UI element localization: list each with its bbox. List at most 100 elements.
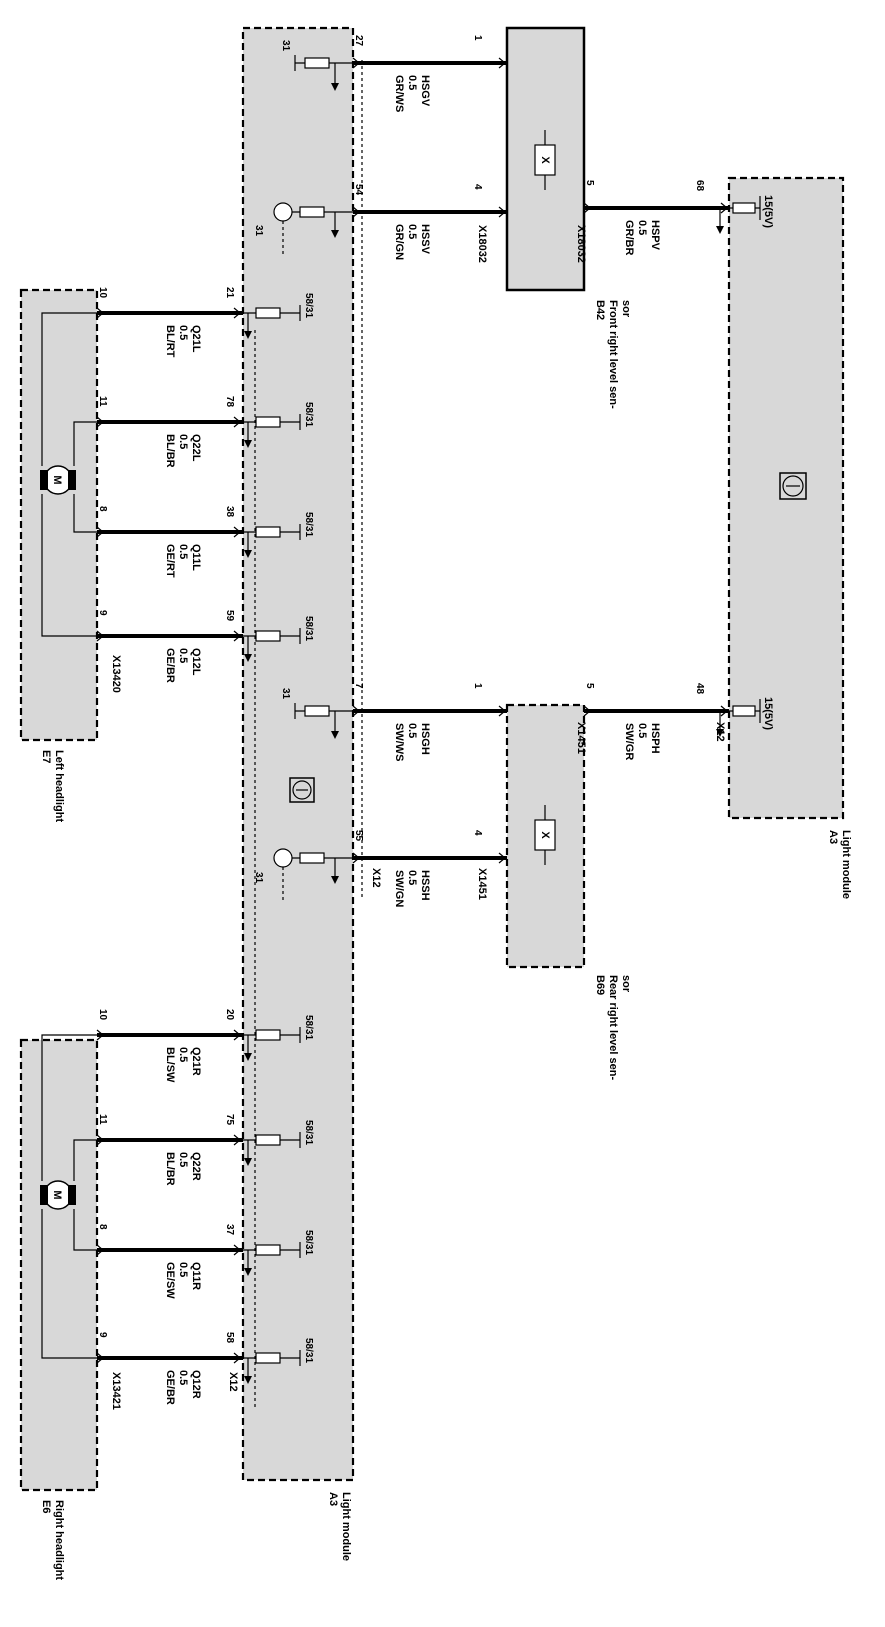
left-motor-icon: M <box>40 465 76 495</box>
wire-connector-left <box>583 705 591 717</box>
supply-68: 15(5V) <box>716 195 774 234</box>
supply-48: 15(5V) <box>716 697 774 737</box>
wire-signal-label: HSGV <box>419 75 431 107</box>
pin-label: 21 <box>224 287 235 299</box>
pin-label: 9 <box>97 1332 108 1338</box>
pin-label: 58 <box>224 1332 235 1344</box>
svg-text:E6: E6 <box>40 1500 52 1513</box>
pin-label: 8 <box>97 1224 108 1230</box>
svg-text:31: 31 <box>253 225 264 237</box>
light-module-right-label: A3 Light module <box>827 830 852 899</box>
wire-connector-right <box>233 416 241 428</box>
svg-text:31: 31 <box>280 40 291 52</box>
svg-text:31: 31 <box>280 688 291 700</box>
module-pin-label: 58/31 <box>303 293 314 318</box>
wire-connector-left <box>96 1134 104 1146</box>
pin-label: 54 <box>353 184 364 196</box>
module-pin-arrow <box>244 440 252 448</box>
wire-connector-right <box>233 1134 241 1146</box>
connector-x18032-a: X18032 <box>476 225 488 263</box>
wire-size-label: 0.5 <box>177 1262 189 1277</box>
svg-text:E7: E7 <box>40 750 52 763</box>
svg-text:Light module: Light module <box>840 830 852 899</box>
connector-x12-b: X12 <box>370 868 382 888</box>
module-pin-resistor <box>255 1352 281 1364</box>
module-pin-label: 58/31 <box>303 512 314 537</box>
wire-connector-left <box>352 705 360 717</box>
wire-size-label: 0.5 <box>177 648 189 663</box>
module-pin-label: 58/31 <box>303 1230 314 1255</box>
wire-connector-left <box>96 1352 104 1364</box>
svg-text:M: M <box>51 1190 63 1199</box>
wire-size-label: 0.5 <box>177 544 189 559</box>
svg-text:15(5V): 15(5V) <box>762 697 774 730</box>
wire-color-label: GE/RT <box>164 544 176 578</box>
pin-label: 8 <box>97 506 108 512</box>
svg-text:Left headlight: Left headlight <box>53 750 65 822</box>
wire-connector-left <box>352 57 360 69</box>
wire-signal-label: HSSV <box>419 224 431 255</box>
svg-text:X: X <box>539 831 551 839</box>
module-pin-arrow <box>244 550 252 558</box>
wire-color-label: BL/BR <box>164 434 176 468</box>
pin-label: 7 <box>353 683 364 689</box>
rear-sensor-label: B69 Rear right level sen- sor <box>594 975 632 1080</box>
wire-connector-right <box>498 705 506 717</box>
pin-label: 9 <box>97 610 108 616</box>
wire-connector-right <box>233 526 241 538</box>
pin-label: 78 <box>224 396 235 408</box>
wire-signal-label: Q12R <box>190 1370 202 1399</box>
wire-signal-label: HSSH <box>419 870 431 901</box>
wire-size-label: 0.5 <box>177 1370 189 1385</box>
module-pin-resistor <box>255 630 281 642</box>
svg-text:M: M <box>51 475 63 484</box>
wire-signal-label: HSGH <box>419 723 431 755</box>
wire-connector-right <box>498 57 506 69</box>
wire-size-label: 0.5 <box>406 870 418 885</box>
connector-x1451-a: X1451 <box>575 722 587 754</box>
pin-label: 37 <box>224 1224 235 1236</box>
pin-label: 5 <box>584 180 595 186</box>
module-pin-arrow <box>244 1158 252 1166</box>
pin-label: 38 <box>224 506 235 518</box>
module-pin-label: 58/31 <box>303 1338 314 1363</box>
wire-connector-right <box>233 1029 241 1041</box>
right-motor-loop <box>41 1034 100 1359</box>
pin-label: 4 <box>472 830 483 836</box>
wire-connector-left <box>583 202 591 214</box>
pin-label: 55 <box>353 830 364 842</box>
front-sensor-symbol: X <box>534 130 556 190</box>
wire-color-label: BL/BR <box>164 1152 176 1186</box>
module-pin-resistor <box>255 1244 281 1256</box>
wire-connector-right <box>720 202 728 214</box>
wire-signal-label: Q12L <box>190 648 202 676</box>
module-pin-arrow <box>244 1376 252 1384</box>
wire-signal-label: Q21L <box>190 325 202 353</box>
left-headlight-box <box>19 288 99 742</box>
svg-text:B69: B69 <box>594 975 606 995</box>
ground-54: 31 <box>253 202 353 255</box>
light-module-right-box <box>727 176 845 820</box>
connector-x1451-b: X1451 <box>476 868 488 900</box>
wire-connector-right <box>498 206 506 218</box>
wire-signal-label: Q11L <box>190 544 202 571</box>
pin-label: 10 <box>97 287 108 299</box>
pin-label: 5 <box>584 683 595 689</box>
wire-connector-left <box>96 526 104 538</box>
svg-text:X: X <box>539 156 551 164</box>
wire-size-label: 0.5 <box>406 75 418 90</box>
wire-signal-label: Q22R <box>190 1152 202 1181</box>
pin-label: 75 <box>224 1114 235 1126</box>
svg-text:15(5V): 15(5V) <box>762 195 774 228</box>
module-pin-arrow <box>244 1268 252 1276</box>
left-headlight-label: E7 Left headlight <box>40 750 65 822</box>
pin-label: 11 <box>97 1114 108 1125</box>
wire-connector-left <box>352 852 360 864</box>
connector-x18032-b: X18032 <box>575 225 587 263</box>
connector-x13420: X13420 <box>110 655 122 693</box>
module-pin-resistor <box>255 307 281 319</box>
connector-x13421: X13421 <box>110 1372 122 1410</box>
module-pin-label: 58/31 <box>303 616 314 641</box>
module-pin-resistor <box>255 1029 281 1041</box>
wire-color-label: SW/GR <box>623 723 635 760</box>
